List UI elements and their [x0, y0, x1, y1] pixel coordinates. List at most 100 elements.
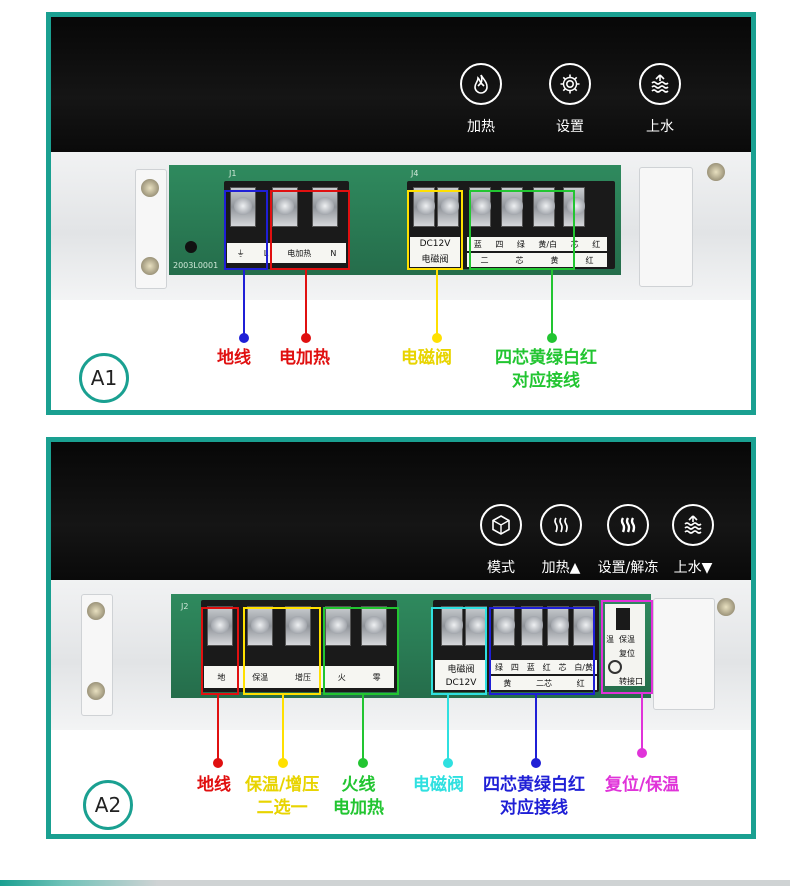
terminal-label: N: [330, 248, 337, 258]
terminal-block-power: ⏚ L 电加热 N: [224, 181, 349, 269]
pcb-a1: J1 J4 2003L0001 ⏚ L 电加热 N DC12V 电磁阀: [169, 165, 621, 275]
leader-dot: [432, 333, 442, 343]
callout-line: 保温/增压: [245, 775, 320, 795]
ref-label: J4: [411, 169, 419, 178]
callout-valve: 电磁阀: [401, 348, 452, 368]
ref-label: J1: [229, 169, 237, 178]
pcb-a2: J2 地 保温 增压 火 零 电磁阀 DC12V: [171, 594, 651, 698]
leader-dot: [443, 758, 453, 768]
callout-keep-warm: 保温/增压 二选一: [245, 774, 319, 820]
switch-label: 转接口: [619, 677, 643, 686]
leader-dot: [547, 333, 557, 343]
terminal-screw[interactable]: [413, 187, 435, 227]
callout-four-core: 四芯黄绿白红 对应接线: [483, 774, 585, 820]
ground-symbol: ⏚: [236, 248, 245, 258]
button-label: 设置/解冻: [597, 560, 659, 576]
button-heat-a2[interactable]: 加热▲: [529, 504, 593, 577]
mount-screw-icon: [141, 179, 159, 197]
button-label: 加热: [467, 119, 495, 135]
mount-bracket-right: [653, 598, 715, 710]
terminal-screw[interactable]: [469, 187, 491, 227]
terminal-block-signal: DC12V 电磁阀 蓝 四 绿 黄/白 芯 红 二 芯 黄 红: [407, 181, 615, 269]
core-label: 红: [592, 239, 601, 249]
valve-label-strip: 电磁阀 DC12V: [435, 660, 487, 690]
mount-screw-icon: [87, 602, 105, 620]
dip-switch[interactable]: [616, 608, 630, 630]
terminal-screw[interactable]: [547, 606, 569, 646]
highlight-heating: [270, 190, 350, 270]
core-label: 二芯: [535, 678, 552, 688]
ref-label: J2: [181, 602, 189, 611]
terminal-label: 地: [217, 672, 226, 682]
leader-dot: [358, 758, 368, 768]
terminal-screw[interactable]: [325, 606, 351, 646]
switch-label: 温: [606, 635, 614, 644]
mount-screw-icon: [87, 682, 105, 700]
mount-screw-icon: [717, 598, 735, 616]
panel-a1: 加热 设置 上水: [46, 12, 756, 415]
core-label: 绿: [494, 662, 503, 672]
terminal-screw[interactable]: [533, 187, 555, 227]
highlight-reset: [601, 600, 653, 694]
callout-four-core: 四芯黄绿白红 对应接线: [495, 347, 597, 393]
button-heat-a1[interactable]: 加热: [449, 63, 513, 136]
leader-dot: [637, 748, 647, 758]
leader-line: [362, 695, 364, 762]
terminal-screw[interactable]: [465, 606, 487, 646]
terminal-screw[interactable]: [361, 606, 387, 646]
terminal-block-signal: 电磁阀 DC12V 绿 四 蓝 红 芯 白/黄 黄 二芯 红: [433, 600, 599, 692]
flame-icon: [474, 74, 488, 94]
highlight-ground: [224, 190, 268, 270]
terminal-screw[interactable]: [207, 606, 233, 646]
pcb-code: 2003L0001: [173, 261, 219, 270]
button-settings-thaw-a2[interactable]: 设置/解冻: [596, 504, 660, 577]
button-fill-water-a1[interactable]: 上水: [628, 63, 692, 136]
core-label: 红: [576, 678, 585, 688]
button-label: 上水: [646, 119, 674, 135]
terminal-screw[interactable]: [441, 606, 463, 646]
terminal-screw[interactable]: [501, 187, 523, 227]
terminal-screw[interactable]: [312, 187, 338, 227]
terminal-label-strip: 地 保温 增压 火 零: [204, 666, 394, 688]
leader-line: [217, 695, 219, 762]
core-label-bottom: 二 芯 黄 红: [467, 253, 607, 267]
callout-line: 对应接线: [512, 371, 580, 391]
terminal-screw[interactable]: [285, 606, 311, 646]
core-label: 芯: [515, 255, 524, 265]
callout-line: 二选一: [256, 798, 308, 818]
terminal-label: 增压: [294, 672, 311, 682]
callout-ground: 地线: [197, 775, 231, 795]
button-label: 上水▼: [673, 560, 713, 576]
button-label: 加热▲: [541, 560, 581, 576]
leader-dot: [301, 333, 311, 343]
terminal-screw[interactable]: [493, 606, 515, 646]
button-settings-a1[interactable]: 设置: [538, 63, 602, 136]
callout-live: 火线 电加热: [333, 774, 384, 820]
button-label: 设置: [556, 119, 584, 135]
terminal-screw[interactable]: [521, 606, 543, 646]
terminal-label-strip: ⏚ L 电加热 N: [227, 243, 346, 263]
terminal-screw[interactable]: [437, 187, 459, 227]
core-label: 二: [480, 255, 489, 265]
terminal-block-power: 地 保温 增压 火 零: [201, 600, 397, 692]
switch-label: 保温: [619, 635, 635, 644]
water-waves-icon: [651, 74, 669, 93]
callout-reset: 复位/保温: [605, 775, 680, 795]
callout-line: 四芯黄绿白红: [495, 348, 597, 368]
highlight-keep-warm: [243, 607, 321, 695]
gear-icon: [560, 74, 580, 94]
core-label: 黄: [550, 255, 559, 265]
button-mode-a2[interactable]: 模式: [469, 504, 533, 577]
connector-ring: [608, 660, 622, 674]
panel-a2: 模式 加热▲ 设置/解冻: [46, 437, 756, 839]
mount-screw-icon: [141, 257, 159, 275]
core-label: 绿: [516, 239, 525, 249]
highlight-valve: [407, 190, 463, 270]
terminal-screw[interactable]: [272, 187, 298, 227]
valve-label: 电磁阀: [447, 664, 475, 675]
core-label: 蓝: [473, 239, 482, 249]
button-fill-water-a2[interactable]: 上水▼: [661, 504, 725, 577]
core-label-top: 绿 四 蓝 红 芯 白/黄: [491, 660, 597, 674]
terminal-screw[interactable]: [230, 187, 256, 227]
terminal-screw[interactable]: [247, 606, 273, 646]
